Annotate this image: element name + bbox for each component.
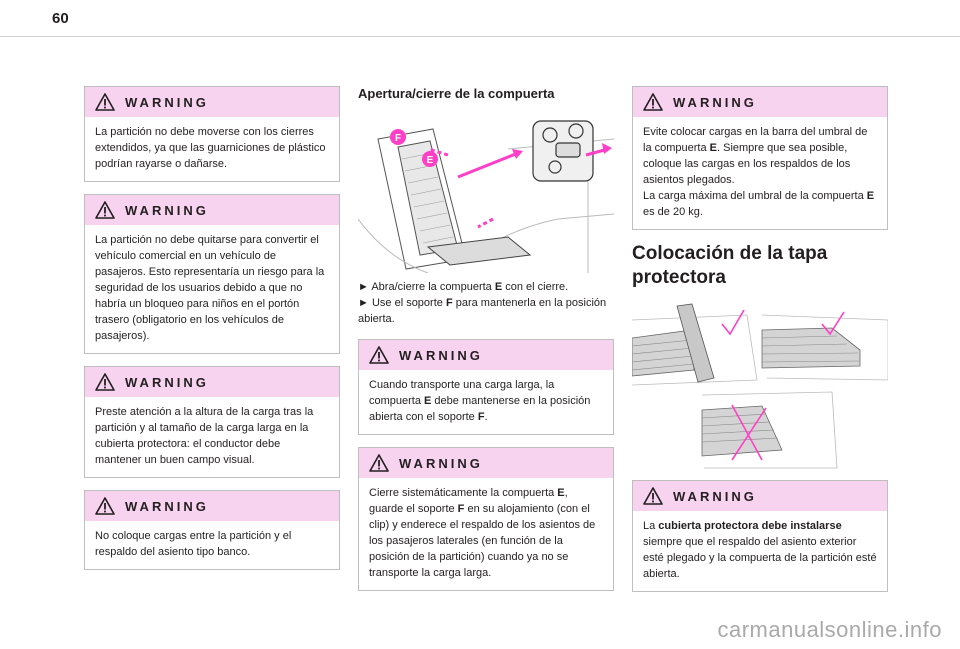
warning-text: La partición no debe moverse con los cie… [95,126,326,170]
warning-header: WARNING [359,448,613,478]
column-middle: Apertura/cierre de la compuerta [358,86,614,603]
warning-text: La partición no debe quitarse para conve… [95,234,325,342]
column-left: WARNING La partición no debe moverse con… [84,86,340,582]
warning-title: WARNING [673,488,757,504]
warning-text: Preste atención a la altura de la carga … [95,406,314,466]
subheading: Apertura/cierre de la compuerta [358,86,555,101]
warning-header: WARNING [85,367,339,397]
warning-title: WARNING [673,94,757,110]
warning-box: WARNING La partición no debe moverse con… [84,86,340,182]
warning-box: WARNING Cierre sistemáticamente la compu… [358,447,614,591]
warning-header: WARNING [359,340,613,370]
warning-header: WARNING [85,87,339,117]
warning-triangle-icon [369,346,389,364]
warning-triangle-icon [95,93,115,111]
warning-box: WARNING Evite colocar cargas en la barra… [632,86,888,230]
warning-title: WARNING [125,94,209,110]
warning-title: WARNING [399,347,483,363]
section-title: Colocación de la tapa protectora [632,243,828,288]
warning-text: Cuando transporte una carga larga, la co… [369,379,591,423]
warning-triangle-icon [95,497,115,515]
warning-title: WARNING [125,498,209,514]
warning-box: WARNING Preste atención a la altura de l… [84,366,340,478]
warning-title: WARNING [399,455,483,471]
page-number: 60 [52,10,69,27]
warning-box: WARNING No coloque cargas entre la parti… [84,490,340,570]
warning-triangle-icon [95,201,115,219]
list-item: ► Abra/cierre la compuerta E con el cier… [358,281,569,293]
warning-triangle-icon [643,487,663,505]
warning-header: WARNING [633,87,887,117]
label-e: E [427,155,434,166]
protective-cover-illustration [632,300,888,470]
warning-text: La cubierta protectora debe instalarse s… [643,520,877,580]
warning-header: WARNING [85,491,339,521]
warning-triangle-icon [643,93,663,111]
warning-box: WARNING La partición no debe quitarse pa… [84,194,340,354]
warning-header: WARNING [633,481,887,511]
warning-triangle-icon [95,373,115,391]
warning-title: WARNING [125,202,209,218]
warning-title: WARNING [125,374,209,390]
label-f: F [395,133,401,144]
watermark: carmanualsonline.info [717,617,942,642]
top-divider [0,36,960,37]
warning-text: No coloque cargas entre la partición y e… [95,530,292,558]
warning-box: WARNING Cuando transporte una carga larg… [358,339,614,435]
warning-header: WARNING [85,195,339,225]
warning-box: WARNING La cubierta protectora debe inst… [632,480,888,592]
warning-text: Cierre sistemáticamente la compuerta E, … [369,487,596,579]
list-item: ► Use el soporte F para mantenerla en la… [358,297,607,325]
warning-triangle-icon [369,454,389,472]
warning-text: Evite colocar cargas en la barra del umb… [643,126,875,218]
instruction-list: ► Abra/cierre la compuerta E con el cier… [358,279,614,327]
gate-latch-illustration: F E [358,109,614,273]
column-right: WARNING Evite colocar cargas en la barra… [632,86,888,604]
